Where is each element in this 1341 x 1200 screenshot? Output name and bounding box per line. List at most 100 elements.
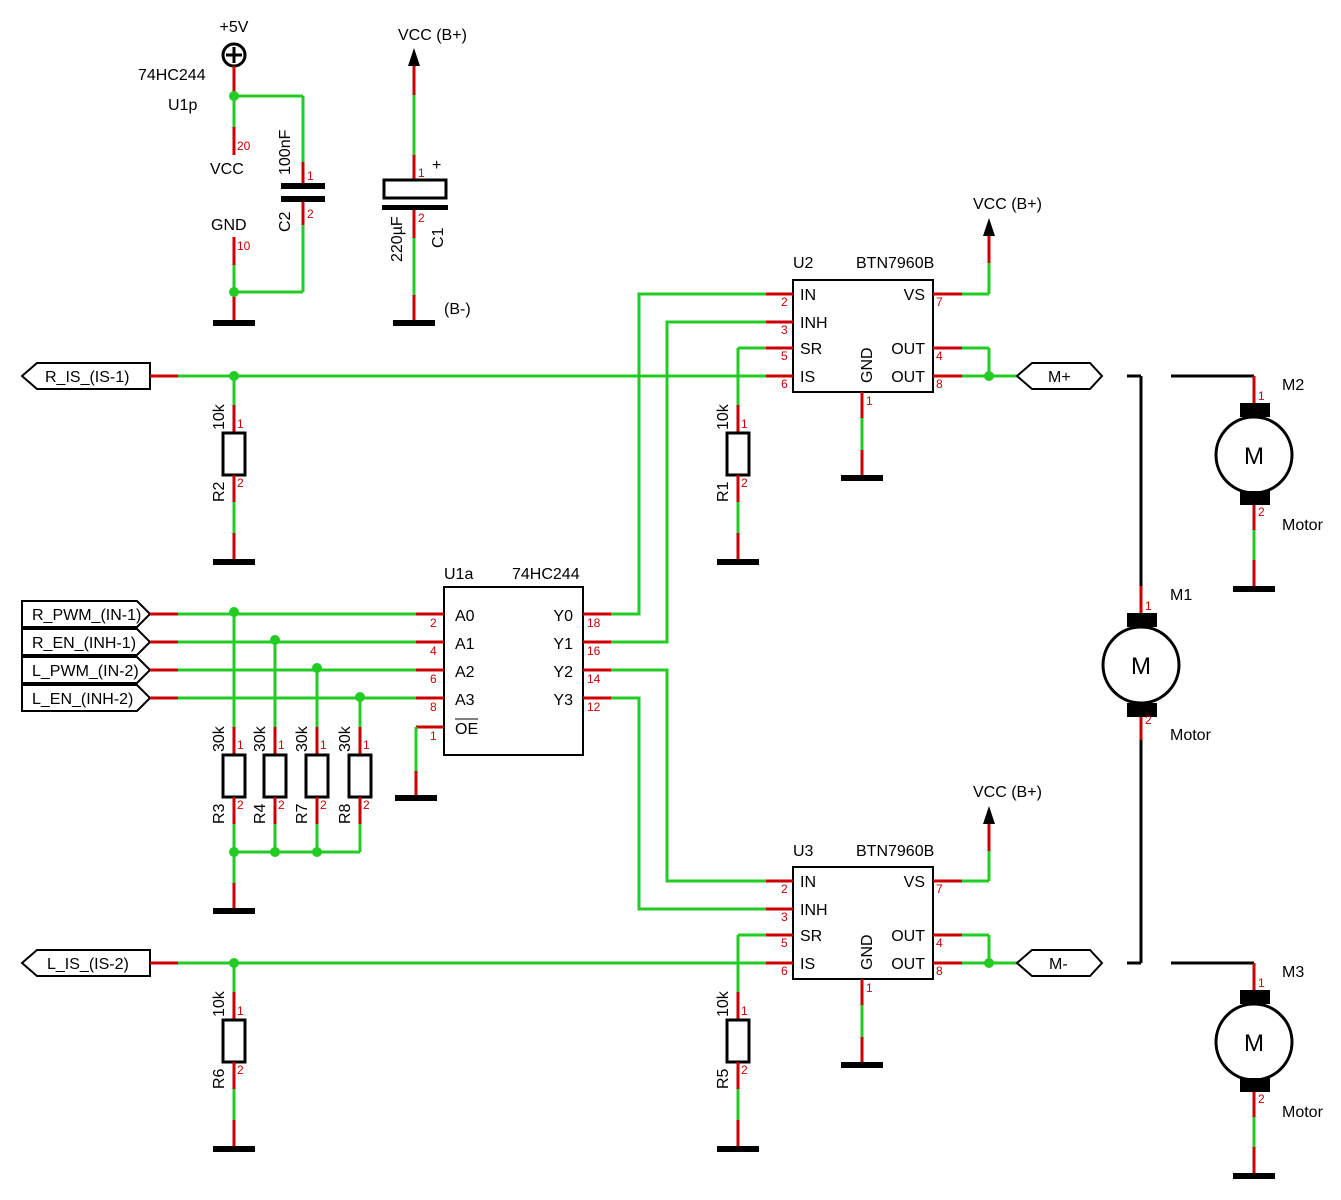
svg-text:M: M bbox=[1131, 653, 1151, 680]
svg-text:R_IS_(IS-1): R_IS_(IS-1) bbox=[45, 369, 129, 386]
svg-text:Y2: Y2 bbox=[553, 664, 573, 681]
svg-text:OUT: OUT bbox=[891, 956, 925, 973]
svg-text:4: 4 bbox=[430, 644, 437, 658]
vcc-arrow-icon bbox=[408, 48, 420, 66]
svg-text:BTN7960B: BTN7960B bbox=[856, 255, 934, 272]
svg-text:1: 1 bbox=[430, 729, 437, 743]
svg-text:VS: VS bbox=[904, 874, 925, 891]
u1p-gnd: GND bbox=[211, 217, 247, 234]
r-is-net: R_IS_(IS-1) 1 2 10k R2 bbox=[20, 362, 766, 565]
svg-text:1: 1 bbox=[741, 417, 748, 431]
svg-text:2: 2 bbox=[307, 207, 314, 221]
svg-text:2: 2 bbox=[781, 295, 788, 309]
port-r-pwm bbox=[21, 600, 152, 628]
svg-text:R7: R7 bbox=[294, 803, 311, 824]
svg-text:1: 1 bbox=[866, 394, 873, 408]
ground-icon bbox=[393, 320, 435, 326]
c1-capacitor: VCC (B+) 1 2 + 220µF C1 (B-) bbox=[382, 27, 471, 326]
svg-text:1: 1 bbox=[1258, 389, 1265, 403]
r3-resistor bbox=[221, 753, 247, 799]
svg-text:A3: A3 bbox=[455, 692, 475, 709]
svg-text:10k: 10k bbox=[211, 403, 228, 430]
r7-resistor bbox=[304, 753, 330, 799]
svg-text:U1a: U1a bbox=[444, 566, 473, 583]
svg-text:A0: A0 bbox=[455, 608, 475, 625]
svg-text:VS: VS bbox=[904, 287, 925, 304]
svg-text:1: 1 bbox=[1258, 976, 1265, 990]
motor-m1: M M1 Motor 1 2 bbox=[1101, 586, 1212, 744]
svg-text:R4: R4 bbox=[252, 803, 269, 824]
svg-text:Motor: Motor bbox=[1170, 727, 1212, 744]
svg-text:Y1: Y1 bbox=[553, 636, 573, 653]
svg-text:10: 10 bbox=[237, 239, 251, 253]
svg-text:1: 1 bbox=[363, 738, 370, 752]
svg-text:2: 2 bbox=[1258, 1092, 1265, 1106]
motor-m2: M M2 Motor 1 2 bbox=[1171, 374, 1324, 592]
svg-text:A2: A2 bbox=[455, 664, 475, 681]
svg-text:30k: 30k bbox=[337, 725, 354, 752]
svg-text:1: 1 bbox=[278, 738, 285, 752]
svg-text:20: 20 bbox=[237, 139, 251, 153]
svg-text:6: 6 bbox=[430, 672, 437, 686]
svg-text:7: 7 bbox=[936, 295, 943, 309]
c1-value: 220µF bbox=[389, 216, 406, 262]
svg-text:+: + bbox=[432, 157, 441, 174]
svg-text:A1: A1 bbox=[455, 636, 475, 653]
svg-text:Motor: Motor bbox=[1282, 1104, 1324, 1121]
svg-text:Y0: Y0 bbox=[553, 608, 573, 625]
svg-text:2: 2 bbox=[1145, 713, 1152, 727]
svg-text:1: 1 bbox=[320, 738, 327, 752]
svg-text:OUT: OUT bbox=[891, 341, 925, 358]
svg-text:2: 2 bbox=[741, 1063, 748, 1077]
svg-text:M3: M3 bbox=[1282, 964, 1304, 981]
svg-text:2: 2 bbox=[363, 798, 370, 812]
svg-text:OE: OE bbox=[455, 721, 478, 738]
svg-text:30k: 30k bbox=[252, 725, 269, 752]
svg-text:4: 4 bbox=[936, 349, 943, 363]
r6-resistor bbox=[221, 1018, 247, 1064]
svg-text:IN: IN bbox=[800, 287, 816, 304]
vcc-label-c1: VCC (B+) bbox=[398, 27, 467, 44]
svg-text:2: 2 bbox=[237, 476, 244, 490]
svg-text:R8: R8 bbox=[337, 803, 354, 824]
svg-text:2: 2 bbox=[741, 476, 748, 490]
plus5v-label: +5V bbox=[220, 19, 249, 36]
svg-text:2: 2 bbox=[418, 211, 425, 225]
u1p-part: 74HC244 bbox=[138, 67, 206, 84]
svg-text:30k: 30k bbox=[211, 725, 228, 752]
svg-text:R2: R2 bbox=[211, 481, 228, 502]
svg-text:8: 8 bbox=[936, 377, 943, 391]
svg-text:M+: M+ bbox=[1048, 369, 1071, 386]
svg-text:L_PWM_(IN-2): L_PWM_(IN-2) bbox=[32, 663, 139, 680]
svg-text:L_IS_(IS-2): L_IS_(IS-2) bbox=[47, 956, 129, 973]
svg-text:5: 5 bbox=[781, 349, 788, 363]
svg-text:R_EN_(INH-1): R_EN_(INH-1) bbox=[32, 635, 136, 652]
r2-resistor bbox=[221, 431, 247, 477]
svg-text:1: 1 bbox=[237, 1004, 244, 1018]
u1a-74hc244 bbox=[443, 586, 584, 756]
svg-text:IS: IS bbox=[800, 956, 815, 973]
l-is-net: L_IS_(IS-2) 1 2 10k R6 bbox=[20, 949, 766, 1152]
svg-text:1: 1 bbox=[307, 169, 314, 183]
svg-text:8: 8 bbox=[936, 964, 943, 978]
svg-text:OUT: OUT bbox=[891, 928, 925, 945]
svg-text:Y3: Y3 bbox=[553, 692, 573, 709]
svg-text:2: 2 bbox=[237, 1063, 244, 1077]
svg-text:BTN7960B: BTN7960B bbox=[856, 843, 934, 860]
svg-text:INH: INH bbox=[800, 315, 828, 332]
u1p-ref: U1p bbox=[168, 97, 197, 114]
svg-text:1: 1 bbox=[237, 417, 244, 431]
c2-value: 100nF bbox=[277, 129, 294, 175]
svg-text:R3: R3 bbox=[211, 803, 228, 824]
svg-text:M: M bbox=[1244, 1030, 1264, 1057]
svg-text:74HC244: 74HC244 bbox=[512, 566, 580, 583]
svg-text:M: M bbox=[1244, 443, 1264, 470]
svg-text:2: 2 bbox=[278, 798, 285, 812]
input-section: R_PWM_(IN-1) R_EN_(INH-1) L_PWM_(IN-2) L… bbox=[21, 292, 766, 914]
r4-resistor bbox=[262, 753, 288, 799]
svg-text:1: 1 bbox=[866, 981, 873, 995]
u3-btn7960b: U3 BTN7960B 2 3 5 6 IN INH SR IS VS OUT … bbox=[715, 784, 1104, 1152]
svg-text:SR: SR bbox=[800, 341, 822, 358]
svg-text:2: 2 bbox=[237, 798, 244, 812]
svg-text:4: 4 bbox=[936, 936, 943, 950]
